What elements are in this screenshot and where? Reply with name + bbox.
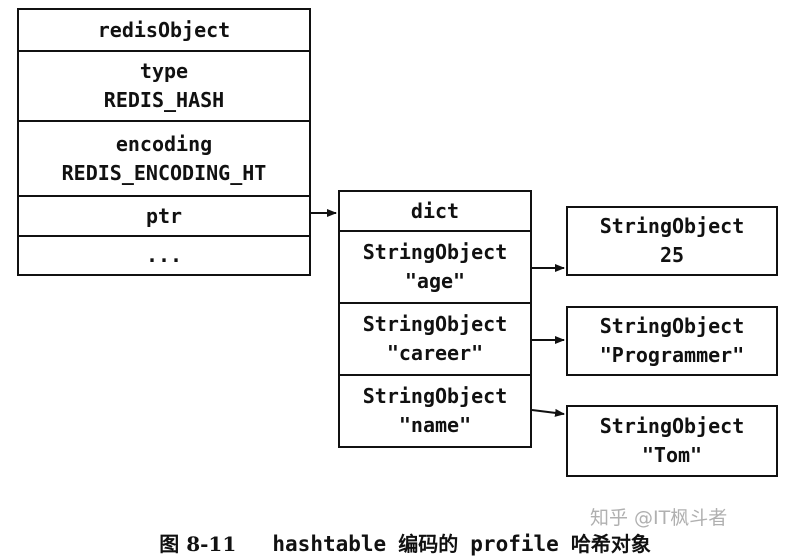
dict-key-type: StringObject [362,312,508,336]
ptr-label: ptr [145,203,183,228]
dict-header: dict [340,192,530,232]
dict-key-type: StringObject [362,240,508,264]
redis-object-title: redisObject [97,17,231,42]
dict-entry-age: StringObject "age" [340,232,530,304]
value-cell: StringObject 25 [568,208,776,274]
figure-label: 图 8-11 [159,532,237,556]
dict-entry-name: StringObject "name" [340,376,530,446]
dict-entry-career: StringObject "career" [340,304,530,376]
caption-end: 哈希对象 [570,532,651,556]
value-type: StringObject [599,414,745,438]
value-text: 25 [659,243,685,267]
value-cell: StringObject "Programmer" [568,308,776,374]
value-type: StringObject [599,314,745,338]
value-text: "Tom" [641,443,703,467]
dict-box: dict StringObject "age" StringObject "ca… [338,190,532,448]
encoding-value: REDIS_ENCODING_HT [61,160,267,185]
caption-term: hashtable [272,532,387,556]
type-value: REDIS_HASH [103,88,225,112]
dict-key: "career" [386,341,484,365]
type-label: type [139,59,189,83]
value-text: "Programmer" [599,343,745,367]
dict-key-type: StringObject [362,384,508,408]
caption-middle: 编码的 [398,532,459,556]
caption-term2: profile [470,532,559,556]
more-field: ... [19,237,309,274]
name-to-value-arrow [531,408,565,417]
dict-key: "name" [398,413,472,437]
value-cell: StringObject "Tom" [568,407,776,475]
value-box-age: StringObject 25 [566,206,778,276]
encoding-label: encoding [115,131,213,156]
ptr-field: ptr [19,197,309,237]
encoding-field: encoding REDIS_ENCODING_HT [19,122,309,197]
more-label: ... [145,243,183,267]
redis-object-header: redisObject [19,10,309,52]
type-field: type REDIS_HASH [19,52,309,122]
value-box-name: StringObject "Tom" [566,405,778,477]
dict-title: dict [410,198,460,223]
value-box-career: StringObject "Programmer" [566,306,778,376]
dict-key: "age" [404,269,466,293]
watermark: 知乎 @IT枫斗者 [590,507,728,529]
value-type: StringObject [599,214,745,238]
redis-object-box: redisObject type REDIS_HASH encoding RED… [17,8,311,276]
